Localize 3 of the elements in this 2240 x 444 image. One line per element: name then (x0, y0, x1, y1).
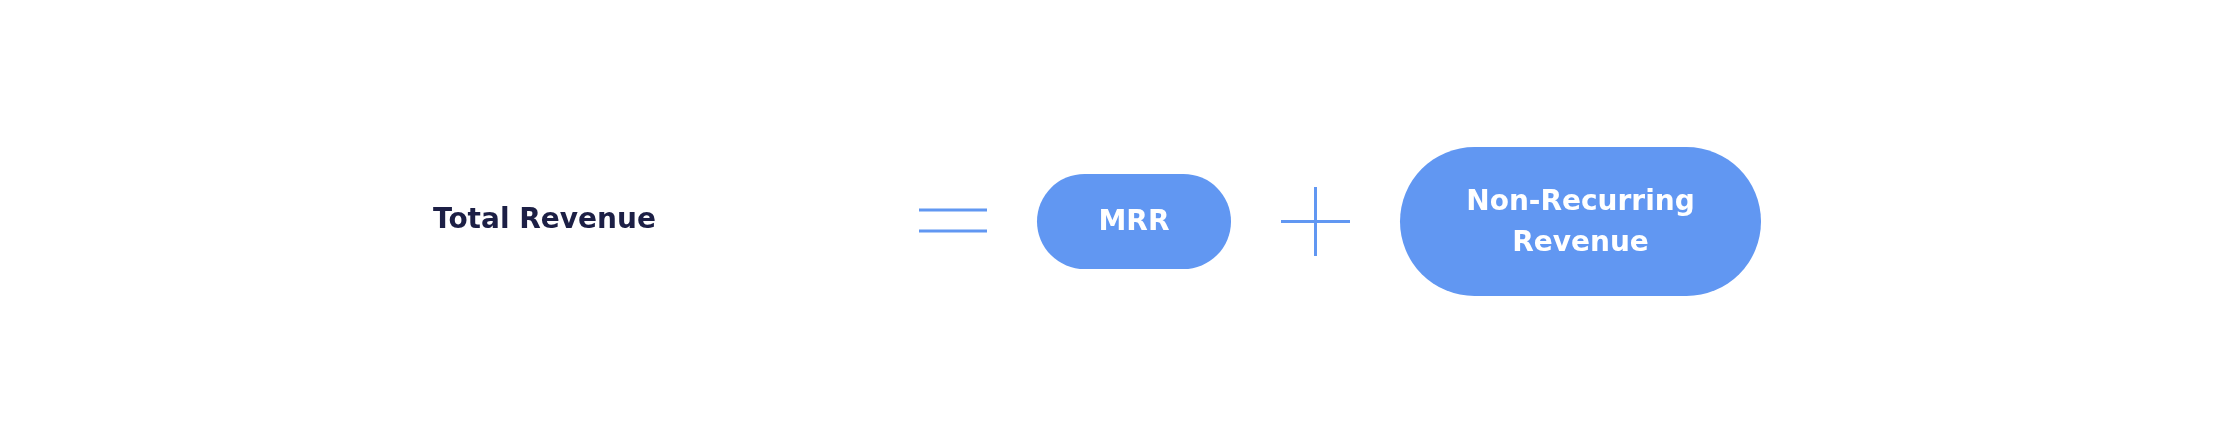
term-text: Non-Recurring Revenue (1465, 182, 1696, 260)
term-text: MRR (1098, 203, 1170, 240)
formula-term: Total Revenue (433, 202, 656, 235)
